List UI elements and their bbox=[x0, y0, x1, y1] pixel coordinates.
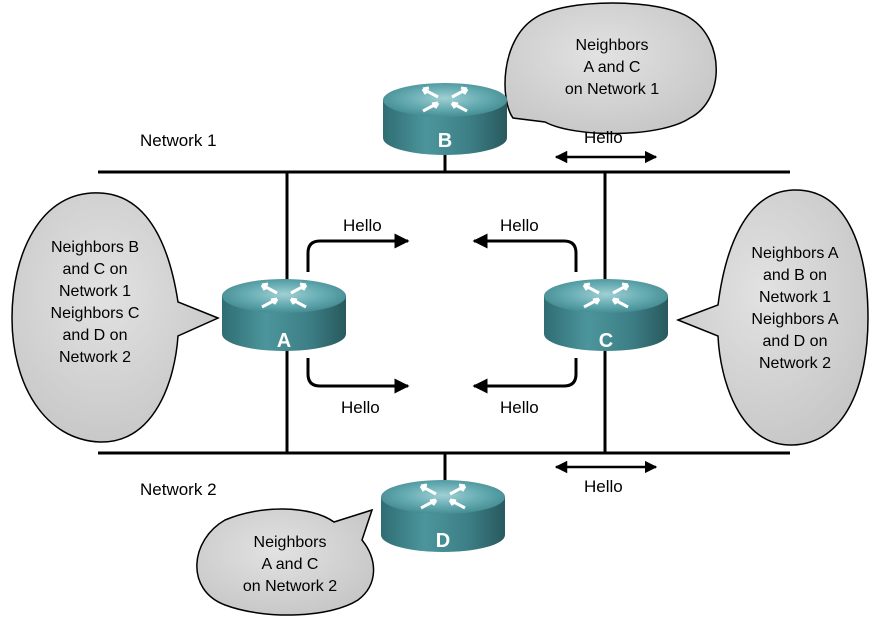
network-2-label: Network 2 bbox=[140, 480, 217, 499]
bubble-b-line-3: on Network 1 bbox=[565, 81, 659, 98]
bubble-a-line-2: and C on bbox=[63, 261, 128, 278]
router-b[interactable]: B bbox=[383, 83, 507, 155]
network-1-label: Network 1 bbox=[140, 131, 217, 150]
bubble-b-line-1: Neighbors bbox=[576, 37, 649, 54]
bubble-b-line-2: A and C bbox=[584, 59, 641, 76]
bubble-d-line-3: on Network 2 bbox=[243, 578, 337, 595]
hello-arrow-c-top bbox=[472, 233, 578, 272]
router-c[interactable]: C bbox=[544, 279, 668, 352]
router-a[interactable]: A bbox=[222, 279, 346, 352]
bubble-router-d: Neighbors A and C on Network 2 bbox=[196, 508, 375, 616]
bubble-d-line-2: A and C bbox=[262, 556, 319, 573]
bubble-a-line-5: and D on bbox=[63, 327, 128, 344]
bubble-c-line-6: Network 2 bbox=[759, 355, 831, 372]
hello-label-network-2: Hello bbox=[584, 477, 623, 496]
router-b-label: B bbox=[438, 130, 452, 152]
router-d-label: D bbox=[436, 530, 450, 552]
bubble-c-line-1: Neighbors A bbox=[751, 245, 838, 262]
router-a-label: A bbox=[277, 330, 291, 352]
hello-label-a-bottom: Hello bbox=[341, 398, 380, 417]
bubble-c-line-3: Network 1 bbox=[759, 289, 831, 306]
bubble-a-line-3: Network 1 bbox=[59, 283, 131, 300]
hello-label-network-1: Hello bbox=[584, 128, 623, 147]
router-d[interactable]: D bbox=[381, 480, 505, 552]
bubble-a-line-6: Network 2 bbox=[59, 349, 131, 366]
hello-arrow-c-bottom bbox=[472, 358, 578, 394]
bubble-router-a: Neighbors B and C on Network 1 Neighbors… bbox=[11, 192, 220, 443]
hello-label-c-top: Hello bbox=[500, 216, 539, 235]
hello-arrow-a-top bbox=[306, 233, 410, 272]
bubble-a-line-1: Neighbors B bbox=[51, 239, 139, 256]
router-c-label: C bbox=[599, 330, 613, 352]
hello-label-c-bottom: Hello bbox=[500, 398, 539, 417]
bubble-d-line-1: Neighbors bbox=[254, 534, 327, 551]
bubble-router-c: Neighbors A and B on Network 1 Neighbors… bbox=[675, 189, 869, 446]
bubble-router-b: Neighbors A and C on Network 1 bbox=[504, 2, 717, 135]
bubble-c-line-2: and B on bbox=[763, 267, 827, 284]
hello-label-a-top: Hello bbox=[343, 216, 382, 235]
bubble-a-line-4: Neighbors C bbox=[51, 305, 140, 322]
bubble-c-line-5: and D on bbox=[763, 333, 828, 350]
hello-arrow-a-bottom bbox=[306, 358, 410, 394]
bubble-c-line-4: Neighbors A bbox=[751, 311, 838, 328]
